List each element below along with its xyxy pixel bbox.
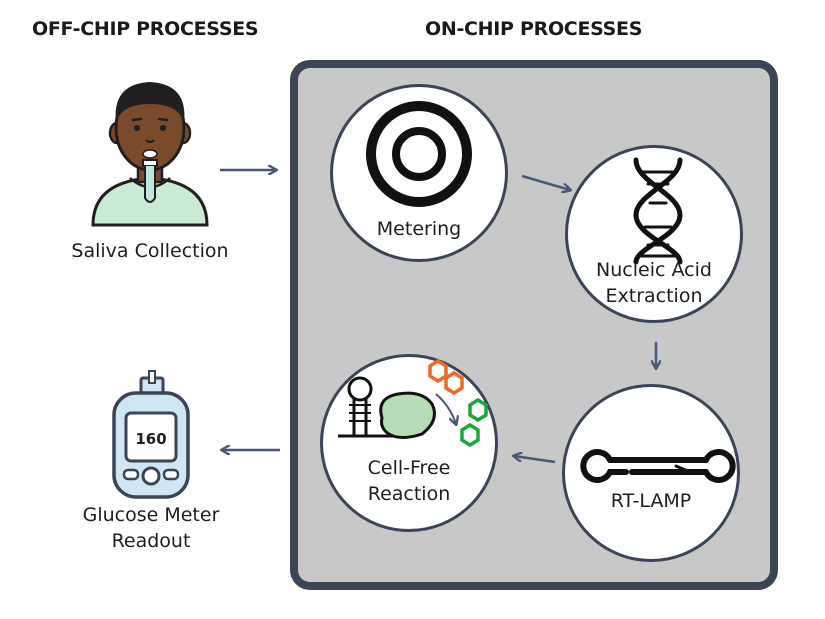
saliva-collection-label: Saliva Collection — [71, 240, 229, 262]
meter-display-text: 160 — [135, 430, 166, 448]
dna-icon — [633, 157, 683, 265]
cellfree-label-line2: Reaction — [367, 483, 451, 505]
extraction-label-line2: Extraction — [605, 285, 703, 307]
glucose-meter-label-line2: Readout — [111, 530, 191, 552]
arrow-icon-metering-to-extraction — [521, 174, 570, 190]
rtlamp-label: RT-LAMP — [610, 490, 692, 512]
extraction-label: Nucleic Acid Extraction — [579, 257, 729, 309]
extraction-circle — [565, 145, 743, 323]
off-chip-header: OFF-CHIP PROCESSES — [32, 18, 259, 40]
glucose-meter-icon — [112, 370, 190, 499]
person-icon — [91, 82, 209, 227]
glucose-meter-label: Glucose Meter Readout — [56, 502, 246, 554]
extraction-label-line1: Nucleic Acid — [596, 259, 712, 281]
metering-label: Metering — [376, 218, 462, 240]
cellfree-label-line1: Cell-Free — [367, 457, 451, 479]
cellfree-label: Cell-Free Reaction — [334, 455, 484, 507]
cell-free-reaction-icon — [338, 358, 488, 448]
dumbbell-loop-icon — [580, 449, 736, 483]
glucose-meter-label-line1: Glucose Meter — [82, 504, 220, 526]
on-chip-header: ON-CHIP PROCESSES — [425, 18, 643, 40]
concentric-rings-icon — [366, 101, 472, 207]
arrow-icon-rtlamp-to-cellfree — [514, 456, 556, 464]
